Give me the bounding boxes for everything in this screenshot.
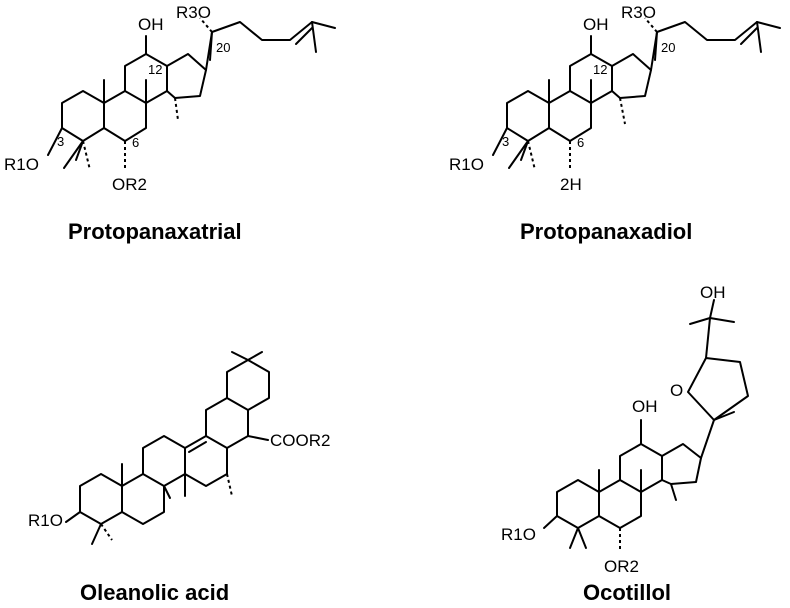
compound-name-protopanaxadiol: Protopanaxadiol bbox=[520, 219, 692, 244]
bond-c8-me bbox=[163, 485, 171, 499]
ring-d bbox=[166, 53, 207, 99]
label-or2: OR2 bbox=[112, 175, 147, 194]
ring-b bbox=[598, 479, 642, 529]
bond-c20-me2 bbox=[247, 351, 263, 361]
compound-name-oleanolic-acid: Oleanolic acid bbox=[80, 580, 229, 605]
bond-c25-me2 bbox=[709, 317, 735, 323]
label-c12: 12 bbox=[593, 62, 607, 77]
label-oh-top: OH bbox=[700, 283, 726, 302]
ring-thf bbox=[687, 357, 749, 421]
side-chain-me2 bbox=[756, 21, 762, 53]
bond-c25-me1 bbox=[689, 317, 711, 325]
ring-e bbox=[205, 397, 249, 449]
structure-oleanolic-acid: R1O COOR2 Oleanolic acid bbox=[28, 351, 330, 605]
side-chain-double bbox=[295, 27, 313, 45]
label-r3o: R3O bbox=[176, 3, 211, 22]
side-chain-me1 bbox=[756, 21, 781, 29]
ring-b bbox=[121, 473, 165, 525]
bond-c3-o bbox=[65, 511, 81, 523]
ring-d bbox=[661, 443, 702, 485]
ring-a bbox=[61, 90, 105, 142]
label-c20: 20 bbox=[216, 40, 230, 55]
side-chain bbox=[656, 21, 758, 41]
bond-c20-me bbox=[654, 31, 658, 61]
ring-c-double bbox=[188, 441, 207, 453]
label-c6: 6 bbox=[132, 135, 139, 150]
ring-b bbox=[548, 90, 592, 142]
ring-a bbox=[79, 473, 123, 525]
bond-c17-c20 bbox=[700, 419, 715, 459]
label-o-ring: O bbox=[670, 381, 683, 400]
bond-c4-me1 bbox=[91, 523, 102, 545]
bond-c14-me bbox=[619, 97, 626, 125]
side-chain bbox=[211, 21, 313, 41]
bond-c17-cooh bbox=[247, 435, 269, 441]
compound-name-protopanaxatrial: Protopanaxatrial bbox=[68, 219, 242, 244]
structure-protopanaxadiol: OH R3O R1O 2H 3 6 12 20 Protopanaxadiol bbox=[449, 3, 781, 244]
label-c3: 3 bbox=[57, 134, 64, 149]
label-or2: OR2 bbox=[604, 557, 639, 576]
bond-c4-me2 bbox=[577, 527, 587, 549]
ring-a bbox=[506, 90, 550, 142]
ring-c bbox=[569, 53, 613, 104]
ring-c bbox=[124, 53, 168, 104]
label-r3o: R3O bbox=[621, 3, 656, 22]
bond-c4-me3 bbox=[527, 140, 536, 171]
ring-c bbox=[619, 443, 663, 493]
ring-f bbox=[226, 359, 270, 411]
bond-c24-c25 bbox=[705, 317, 711, 359]
bond-c4-me2 bbox=[508, 140, 529, 169]
label-r1o: R1O bbox=[449, 155, 484, 174]
bond-c14-me bbox=[174, 97, 179, 121]
bond-c20-me bbox=[209, 31, 213, 61]
structure-ocotillol: OH O OH R1O OR2 Ocotillol bbox=[501, 283, 749, 605]
bond-c4-me1 bbox=[569, 527, 579, 549]
side-chain-double bbox=[740, 27, 758, 45]
bond-c14-me bbox=[670, 483, 677, 501]
bond-c4-me2 bbox=[63, 140, 84, 169]
ring-d bbox=[611, 53, 652, 99]
label-oh: OH bbox=[583, 15, 609, 34]
label-r1o: R1O bbox=[4, 155, 39, 174]
label-c6: 6 bbox=[577, 135, 584, 150]
bond-c4-me2 bbox=[100, 523, 113, 541]
bond-c4-me3 bbox=[82, 140, 91, 171]
ring-d bbox=[184, 435, 228, 487]
ring-c bbox=[142, 435, 186, 487]
bond-c20-me1 bbox=[231, 351, 249, 361]
side-chain-me1 bbox=[311, 21, 336, 29]
bond-c3-o bbox=[543, 515, 558, 529]
label-c12: 12 bbox=[148, 62, 162, 77]
bond-c3-o bbox=[492, 127, 508, 156]
label-c20: 20 bbox=[661, 40, 675, 55]
label-oh: OH bbox=[138, 15, 164, 34]
ring-a bbox=[556, 479, 600, 529]
label-r1o: R1O bbox=[501, 525, 536, 544]
bond-c3-o bbox=[47, 127, 63, 156]
structure-protopanaxatrial: OH R3O R1O OR2 3 6 12 20 Protopanaxatria… bbox=[4, 3, 336, 244]
label-2h: 2H bbox=[560, 175, 582, 194]
label-r1o: R1O bbox=[28, 511, 63, 530]
side-chain-me2 bbox=[311, 21, 317, 53]
bond-c15-h bbox=[226, 473, 233, 497]
ring-b bbox=[103, 90, 147, 142]
compound-name-ocotillol: Ocotillol bbox=[583, 580, 671, 605]
bond-c25-oh bbox=[709, 299, 715, 319]
label-oh: OH bbox=[632, 397, 658, 416]
label-c3: 3 bbox=[502, 134, 509, 149]
label-cooR2: COOR2 bbox=[270, 431, 330, 450]
